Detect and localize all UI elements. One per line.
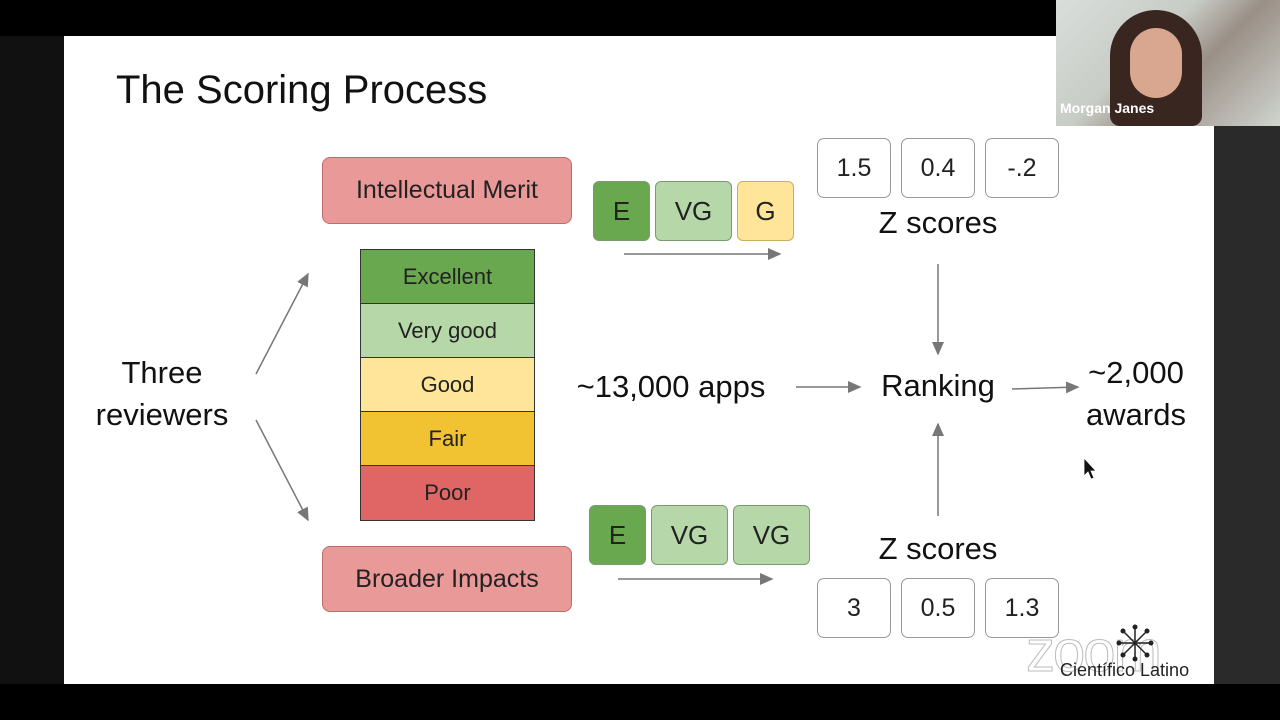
cientifico-latino-logo-icon [1116, 624, 1154, 662]
scale-good: Good [361, 358, 534, 412]
ranking-label: Ranking [881, 368, 995, 403]
arrow-reviewers-to-merit [255, 272, 309, 375]
scale-poor: Poor [361, 466, 534, 520]
intellectual-merit-pill: Intellectual Merit [322, 157, 572, 224]
slide-title: The Scoring Process [116, 68, 488, 112]
z-top-2: 0.4 [901, 138, 975, 198]
grade-top-1: E [593, 181, 650, 241]
z-scores-bottom-label: Z scores [878, 531, 998, 566]
speaker-face [1130, 28, 1182, 98]
mouse-cursor-icon [1083, 456, 1097, 480]
scale-excellent: Excellent [361, 250, 534, 304]
grade-bottom-2: VG [651, 505, 728, 565]
z-bottom-3: 1.3 [985, 578, 1059, 638]
scale-very-good: Very good [361, 304, 534, 358]
z-top-3: -.2 [985, 138, 1059, 198]
left-letterbox [0, 36, 64, 684]
speaker-name: Morgan Janes [1060, 100, 1155, 116]
cientifico-latino-label: Científico Latino [1060, 660, 1190, 680]
z-bottom-1: 3 [817, 578, 891, 638]
grade-bottom-3: VG [733, 505, 810, 565]
broader-impacts-pill: Broader Impacts [322, 546, 572, 612]
z-bottom-2: 0.5 [901, 578, 975, 638]
scale-fair: Fair [361, 412, 534, 466]
grade-bottom-1: E [589, 505, 646, 565]
arrow-reviewers-to-impacts [255, 419, 309, 522]
rating-scale: Excellent Very good Good Fair Poor [360, 249, 535, 521]
z-scores-top-label: Z scores [878, 205, 998, 240]
right-letterbox [1214, 36, 1280, 684]
grade-top-2: VG [655, 181, 732, 241]
zoom-watermark: zoom [1026, 619, 1163, 685]
apps-count: ~13,000 apps [576, 369, 766, 404]
grade-top-3: G [737, 181, 794, 241]
arrow-ranking-to-awards [1011, 381, 1080, 394]
z-top-1: 1.5 [817, 138, 891, 198]
